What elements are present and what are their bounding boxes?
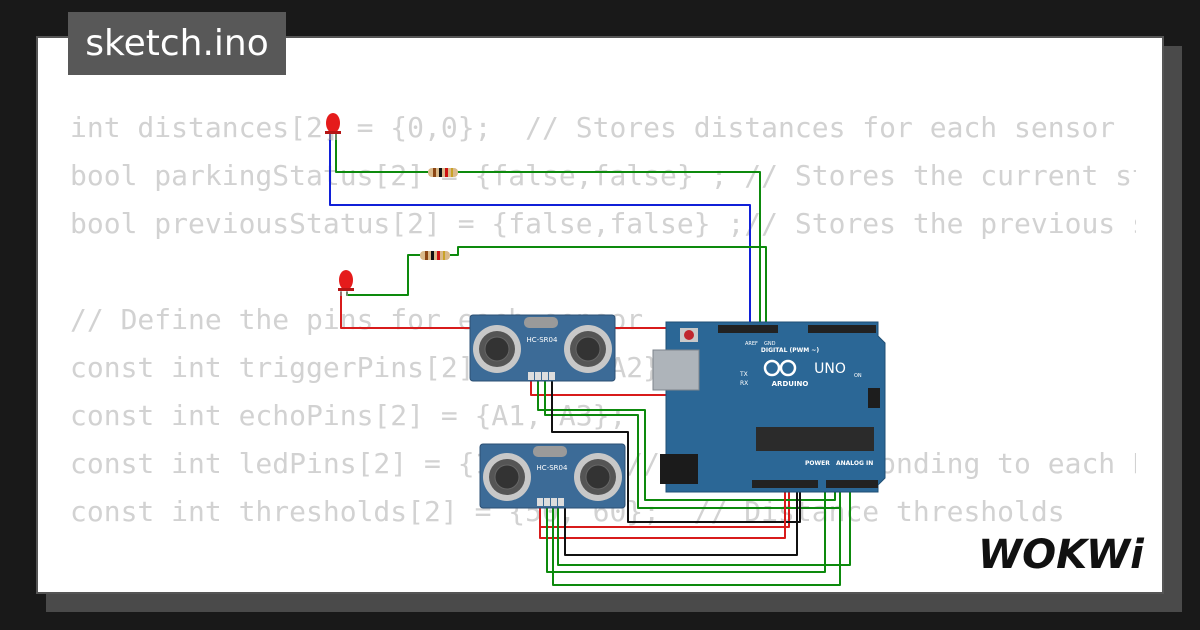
code-line: bool previousStatus[2] = {false,false} ;… <box>70 207 1136 240</box>
ultrasonic-sensor-2: HC-SR04 <box>479 443 626 509</box>
wire-red <box>539 492 786 539</box>
code-line: int distances[2] = {0,0}; // Stores dist… <box>70 111 1116 144</box>
led-label-tx: TX <box>739 371 748 378</box>
wire-green <box>346 254 420 296</box>
wire-green <box>537 378 836 501</box>
led-label-on: ON <box>854 373 862 379</box>
sensor-model-label: HC-SR04 <box>527 336 558 344</box>
wokwi-logo: WOKWi <box>978 532 1145 576</box>
code-line: bool parkingStatus[2] = {false,false} ; … <box>70 159 1136 192</box>
resistor-top <box>428 168 458 177</box>
led-bottom <box>338 270 354 296</box>
wire-green <box>450 246 767 330</box>
wire-green <box>335 133 428 173</box>
resistor-middle <box>420 251 450 260</box>
wire-green <box>552 492 841 586</box>
board-model: UNO <box>814 361 846 377</box>
wire-green <box>557 492 851 566</box>
wire-black <box>564 492 798 556</box>
arduino-uno-board: DIGITAL (PWM ~) AREF GND TX RX ON UNO AR… <box>652 321 886 493</box>
wires <box>329 133 851 586</box>
wire-black <box>551 378 801 523</box>
power-header-label: POWER <box>805 460 830 467</box>
ultrasonic-sensor-1: HC-SR04 <box>469 314 616 382</box>
sensor-model-label: HC-SR04 <box>537 464 568 472</box>
wire-green <box>546 492 826 573</box>
analog-header-label: ANALOG IN <box>836 460 873 467</box>
arduino-logo <box>763 359 797 377</box>
pin-label-gnd: GND <box>764 341 776 347</box>
wokwi-logo-text: WOKWi <box>978 532 1145 576</box>
wire-blue <box>329 133 751 330</box>
pin-label-aref: AREF <box>745 341 758 347</box>
led-top <box>325 113 341 140</box>
code-line: long measureDistance(int triggerPin, int… <box>70 584 1136 592</box>
led-label-rx: RX <box>740 380 748 387</box>
digital-header-label: DIGITAL (PWM ~) <box>761 347 819 354</box>
file-name-badge: sketch.ino <box>68 12 286 75</box>
board-brand: ARDUINO <box>772 380 809 388</box>
wire-green <box>456 171 761 330</box>
